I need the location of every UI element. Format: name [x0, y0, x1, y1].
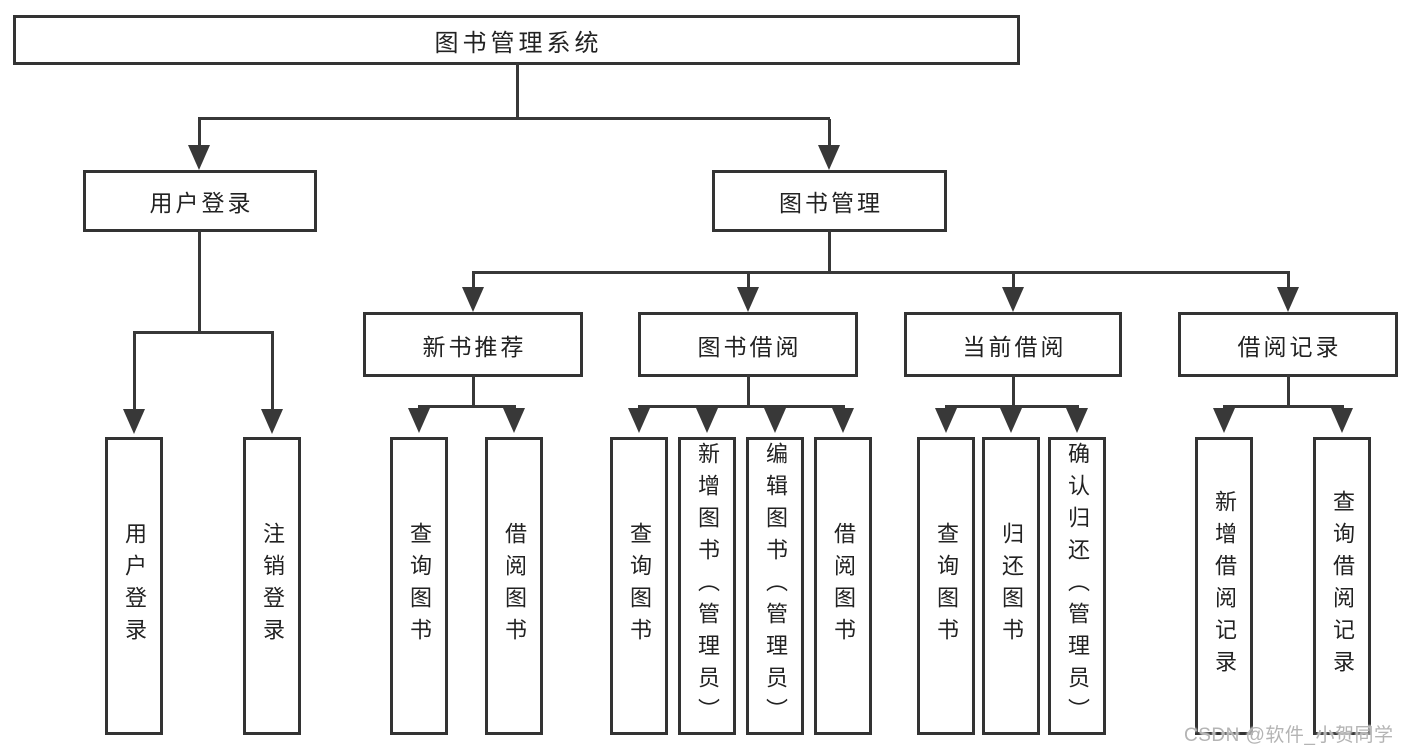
leaf-query-books-new-book: 查询图书: [390, 437, 448, 735]
leaf-confirm-return-admin: 确认归还（管理员）: [1048, 437, 1106, 735]
node-library-management-system: 图书管理系统: [13, 15, 1020, 65]
leaf-logout: 注销登录: [243, 437, 301, 735]
connector-level3-rail: [472, 271, 1290, 274]
arrowhead-to-query-books-nb: [408, 408, 430, 433]
arrowhead-to-return-books-cb: [1000, 408, 1022, 433]
leaf-add-borrow-record: 新增借阅记录: [1195, 437, 1253, 735]
connector-drop-user-login: [198, 119, 201, 147]
arrowhead-to-leaf-user-login: [123, 409, 145, 434]
connector-new-book-stem: [472, 375, 475, 407]
arrowhead-to-new-book: [462, 287, 484, 312]
arrowhead-to-borrow-books-nb: [503, 408, 525, 433]
node-borrowing-records: 借阅记录: [1178, 312, 1398, 377]
arrowhead-to-user-login: [188, 145, 210, 170]
leaf-return-books: 归还图书: [982, 437, 1040, 735]
node-new-book-recommendation: 新书推荐: [363, 312, 583, 377]
arrowhead-to-leaf-logout: [261, 409, 283, 434]
arrowhead-to-edit-books-bb: [764, 408, 786, 433]
connector-new-book-rail: [418, 405, 516, 408]
node-user-login: 用户登录: [83, 170, 317, 232]
csdn-watermark: CSDN @软件_小贺同学: [1184, 725, 1394, 746]
arrowhead-to-borrow-books-bb: [832, 408, 854, 433]
connector-book-management-stem: [828, 230, 831, 273]
leaf-borrow-books-borrowing: 借阅图书: [814, 437, 872, 735]
connector-drop-leaf-logout: [271, 333, 274, 410]
leaf-user-login: 用户登录: [105, 437, 163, 735]
leaf-query-books-borrowing: 查询图书: [610, 437, 668, 735]
connector-drop-book-management: [828, 119, 831, 147]
connector-user-login-rail: [133, 331, 274, 334]
leaf-add-books-admin: 新增图书（管理员）: [678, 437, 736, 735]
arrowhead-to-book-management: [818, 145, 840, 170]
arrowhead-to-add-record-br: [1213, 408, 1235, 433]
leaf-edit-books-admin: 编辑图书（管理员）: [746, 437, 804, 735]
node-current-borrowing: 当前借阅: [904, 312, 1122, 377]
leaf-query-borrow-record: 查询借阅记录: [1313, 437, 1371, 735]
arrowhead-to-book-borrowing: [737, 287, 759, 312]
connector-user-login-stem: [198, 230, 201, 333]
connector-root-stem: [516, 63, 519, 119]
leaf-borrow-books-new-book: 借阅图书: [485, 437, 543, 735]
connector-book-borrowing-rail: [638, 405, 845, 408]
connector-current-borrowing-rail: [945, 405, 1079, 408]
arrowhead-to-borrowing-records: [1277, 287, 1299, 312]
connector-drop-leaf-user-login: [133, 333, 136, 410]
connector-level2-rail: [198, 117, 830, 120]
leaf-query-books-current: 查询图书: [917, 437, 975, 735]
arrowhead-to-confirm-return-cb: [1066, 408, 1088, 433]
connector-borrowing-records-stem: [1287, 375, 1290, 407]
arrowhead-to-add-books-bb: [696, 408, 718, 433]
arrowhead-to-query-books-cb: [935, 408, 957, 433]
connector-drop-new-book: [472, 273, 475, 288]
connector-drop-current-borrowing: [1012, 273, 1015, 288]
arrowhead-to-query-books-bb: [628, 408, 650, 433]
connector-drop-book-borrowing: [747, 273, 750, 288]
arrowhead-to-query-record-br: [1331, 408, 1353, 433]
node-book-management: 图书管理: [712, 170, 947, 232]
connector-drop-borrowing-records: [1287, 273, 1290, 288]
connector-book-borrowing-stem: [747, 375, 750, 407]
connector-borrowing-records-rail: [1223, 405, 1344, 408]
node-book-borrowing: 图书借阅: [638, 312, 858, 377]
connector-current-borrowing-stem: [1012, 375, 1015, 407]
arrowhead-to-current-borrowing: [1002, 287, 1024, 312]
